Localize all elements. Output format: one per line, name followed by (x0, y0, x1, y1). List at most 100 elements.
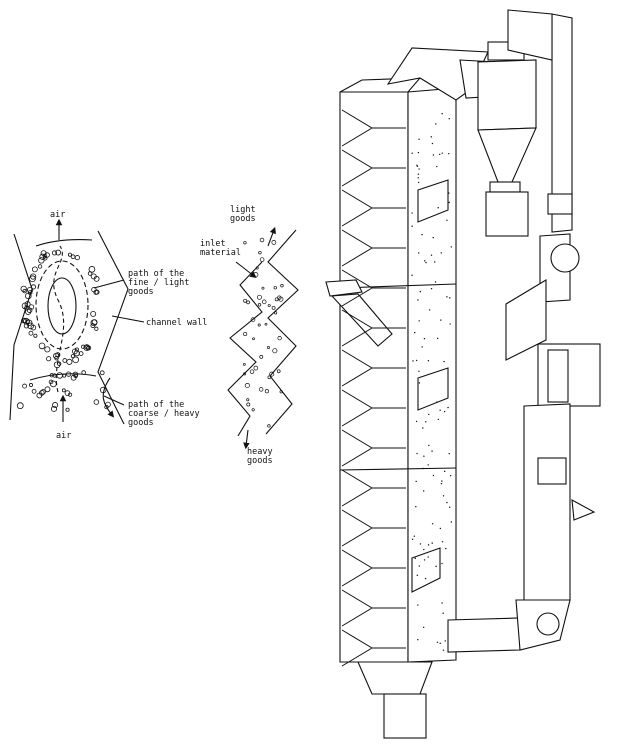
rivet (442, 495, 445, 497)
rivet (440, 319, 442, 321)
particle (273, 286, 277, 290)
particle (274, 311, 278, 315)
rivet (411, 538, 414, 541)
rivet (446, 219, 448, 221)
particle (62, 373, 67, 378)
particle (55, 249, 62, 256)
rivet (450, 521, 453, 523)
particle (277, 295, 282, 300)
exhaust-stack-side (507, 9, 553, 61)
rivet (414, 331, 416, 334)
side-cone (571, 499, 596, 521)
bottom-hopper (357, 661, 433, 695)
particle (24, 301, 31, 308)
particle (94, 326, 99, 331)
rivet (448, 452, 450, 455)
particle (70, 354, 75, 359)
particle (52, 373, 57, 378)
rivet (415, 480, 417, 483)
particle (50, 380, 57, 388)
fan-housing (537, 343, 601, 407)
rivet (436, 165, 438, 168)
particle (37, 264, 43, 269)
rivet (419, 290, 422, 293)
rivet (414, 557, 417, 560)
particle (30, 324, 37, 331)
rivet (432, 154, 435, 156)
hatch-2 (417, 367, 449, 411)
coarse-path-line (102, 377, 115, 418)
light-goods-label-2: goods (230, 214, 256, 224)
particle (30, 273, 37, 280)
cyclone-cone (477, 127, 537, 183)
particle (104, 404, 109, 410)
wall-leader (111, 315, 145, 323)
particle (243, 372, 247, 376)
flow-detail-figure (9, 218, 145, 425)
rivet (431, 450, 433, 452)
particle (33, 333, 38, 338)
cyclone-outlet (489, 181, 521, 193)
circulation-loop (35, 260, 89, 350)
particle (27, 286, 34, 293)
heavy-goods-label-1: heavy (247, 447, 273, 457)
rivet (449, 474, 452, 477)
riser-lower (523, 403, 571, 603)
rivet (441, 113, 443, 115)
rivet (440, 252, 442, 254)
air-bottom-label: air (56, 431, 71, 441)
fine-leader (93, 279, 125, 289)
rivet (432, 474, 435, 477)
particle (62, 358, 68, 363)
particle (66, 371, 72, 377)
rivet (430, 287, 433, 290)
rivet (416, 452, 418, 455)
particle (22, 288, 27, 294)
particle (90, 310, 97, 317)
exhaust-stack-front (551, 13, 573, 233)
particle (244, 382, 250, 389)
rivet (419, 543, 422, 545)
rivet (416, 164, 418, 166)
particle-cloud-left (16, 249, 111, 412)
rivet (435, 123, 437, 125)
rivet (441, 152, 443, 154)
upper-flange (547, 193, 573, 215)
particle (99, 370, 105, 376)
particle (269, 371, 275, 377)
particle (100, 386, 107, 394)
inner-loop (47, 277, 77, 335)
particle (252, 337, 255, 341)
rivet (428, 413, 430, 416)
rivet (411, 274, 413, 276)
rivet (424, 577, 427, 580)
particle (50, 405, 58, 412)
rivet (443, 470, 446, 473)
rivet (440, 482, 443, 485)
particle (259, 354, 264, 359)
rivet (437, 207, 439, 209)
zigzag-channel-figure (227, 226, 299, 450)
feed-inlet-hopper (325, 279, 363, 297)
rivet (441, 541, 444, 543)
particle (25, 319, 30, 324)
particle (44, 346, 51, 353)
particle (253, 365, 259, 371)
rivet (441, 480, 443, 482)
hatch-1 (417, 179, 449, 223)
particle (28, 383, 33, 388)
particle (38, 257, 45, 264)
rivet (411, 212, 413, 214)
fine-path-label-3: goods (128, 287, 154, 297)
rivet (422, 467, 424, 470)
particle (73, 350, 80, 357)
collection-box (485, 191, 529, 237)
rivet (436, 401, 438, 403)
rivet (427, 544, 430, 546)
coarse-path-label-1: path of the (128, 400, 184, 410)
particle (81, 370, 86, 375)
particle (271, 240, 277, 245)
section-seam-2 (339, 467, 457, 471)
